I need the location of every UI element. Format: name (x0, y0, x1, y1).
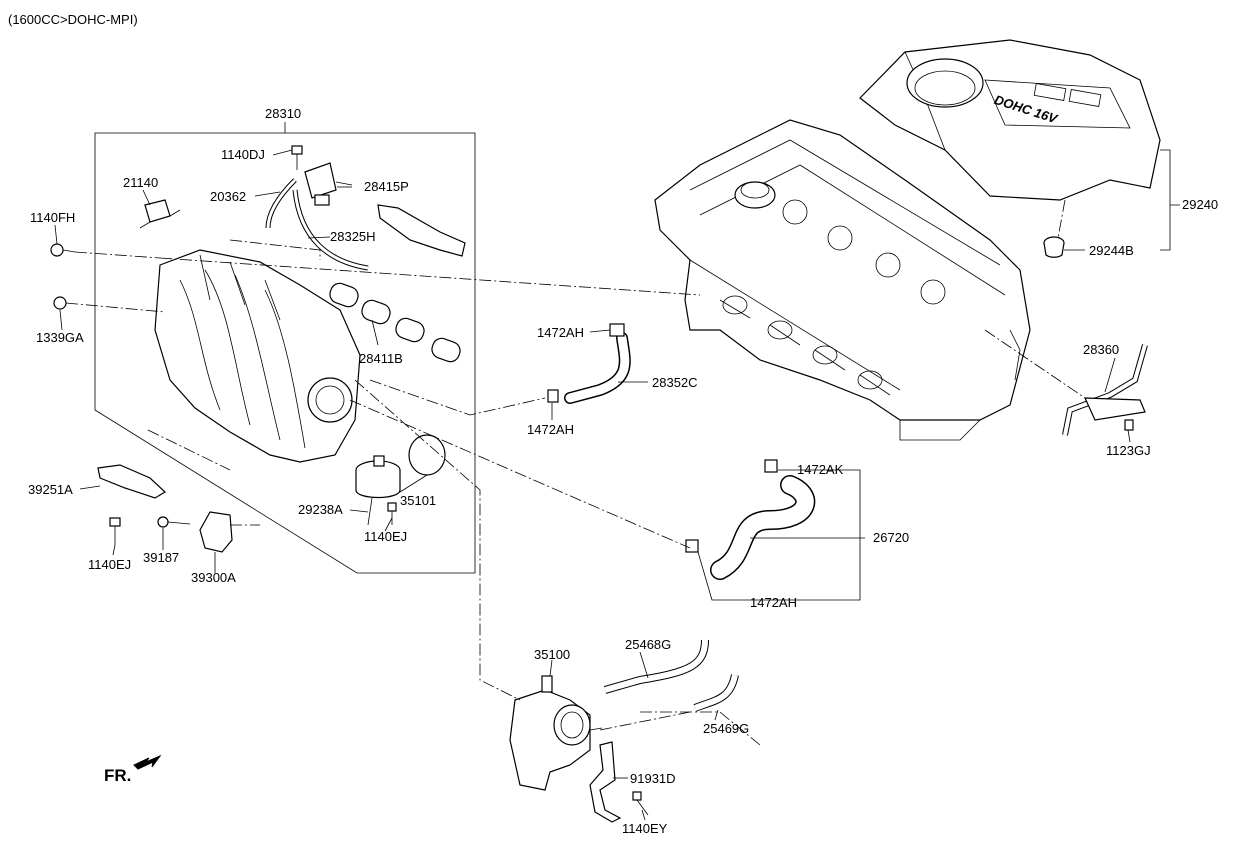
label-1472ah-upper: 1472AH (537, 325, 584, 340)
label-1140fh: 1140FH (30, 210, 75, 225)
engine-cover: DOHC 16V (859, 39, 1161, 201)
grommet-29244b (1043, 236, 1065, 258)
label-28411b: 28411B (359, 351, 403, 366)
bolt-1140dj (291, 145, 303, 170)
label-1472ah-middle: 1472AH (527, 422, 574, 437)
label-25469g: 25469G (703, 721, 749, 736)
label-1472ak: 1472AK (797, 462, 844, 477)
label-35100: 35100 (534, 647, 570, 662)
label-1123gj: 1123GJ (1106, 443, 1151, 458)
label-1140ej-actuator: 1140EJ (364, 529, 407, 544)
label-39187: 39187 (143, 550, 179, 565)
bolt-1140ej-actuator (387, 502, 397, 525)
bracket-mount (377, 204, 466, 257)
label-21140: 21140 (123, 175, 158, 190)
front-arrow-icon (133, 754, 162, 770)
relation-lines (65, 199, 1086, 746)
label-28352c: 28352C (652, 375, 698, 390)
label-28325h: 28325H (330, 229, 376, 244)
label-1140ej-lower: 1140EJ (88, 557, 131, 572)
connector-21140 (139, 199, 181, 229)
hose-26720 (685, 459, 816, 580)
bracket-91931d (589, 741, 622, 823)
bolt-1140ey (632, 791, 649, 816)
label-39300a: 39300A (191, 570, 236, 585)
manifold-group-box (94, 132, 476, 574)
bracket-39251a (97, 464, 166, 499)
leader-lines (54, 122, 1180, 821)
label-1140dj: 1140DJ (221, 147, 265, 162)
label-1140ey: 1140EY (622, 821, 668, 836)
front-marker-label: FR. (104, 766, 131, 785)
bolt-1140fh (50, 243, 76, 257)
hose-28352c (547, 323, 631, 404)
gasket-28411b (329, 282, 461, 363)
label-1339ga: 1339GA (36, 330, 84, 345)
solenoid-valve-28415p (304, 162, 353, 206)
throttle-body-35100 (509, 675, 603, 791)
label-28310: 28310 (265, 106, 301, 121)
intake-manifold (154, 249, 361, 463)
pipe-28360 (1062, 344, 1148, 436)
cylinder-head (654, 119, 1031, 441)
label-91931d: 91931D (630, 771, 676, 786)
label-29238a: 29238A (298, 502, 343, 517)
label-1472ah-lower: 1472AH (750, 595, 797, 610)
label-20362: 20362 (210, 189, 246, 204)
oring-35101 (408, 434, 446, 476)
label-28360: 28360 (1083, 342, 1119, 357)
actuator-29238a (355, 455, 401, 526)
hose-20362-core (266, 178, 297, 229)
bolt-39187 (157, 516, 191, 528)
label-26720: 26720 (873, 530, 909, 545)
label-39251a: 39251A (28, 482, 73, 497)
hose-20362 (265, 178, 297, 229)
nut-1339ga (53, 296, 67, 310)
sensor-39300a (199, 511, 233, 553)
label-29240: 29240 (1182, 197, 1218, 212)
label-35101: 35101 (400, 493, 436, 508)
label-28415p: 28415P (364, 179, 409, 194)
label-29244b: 29244B (1089, 243, 1134, 258)
bolt-1140ej-lower (109, 517, 121, 545)
label-25468g: 25468G (625, 637, 671, 652)
engine-spec-header: (1600CC>DOHC-MPI) (8, 12, 138, 27)
